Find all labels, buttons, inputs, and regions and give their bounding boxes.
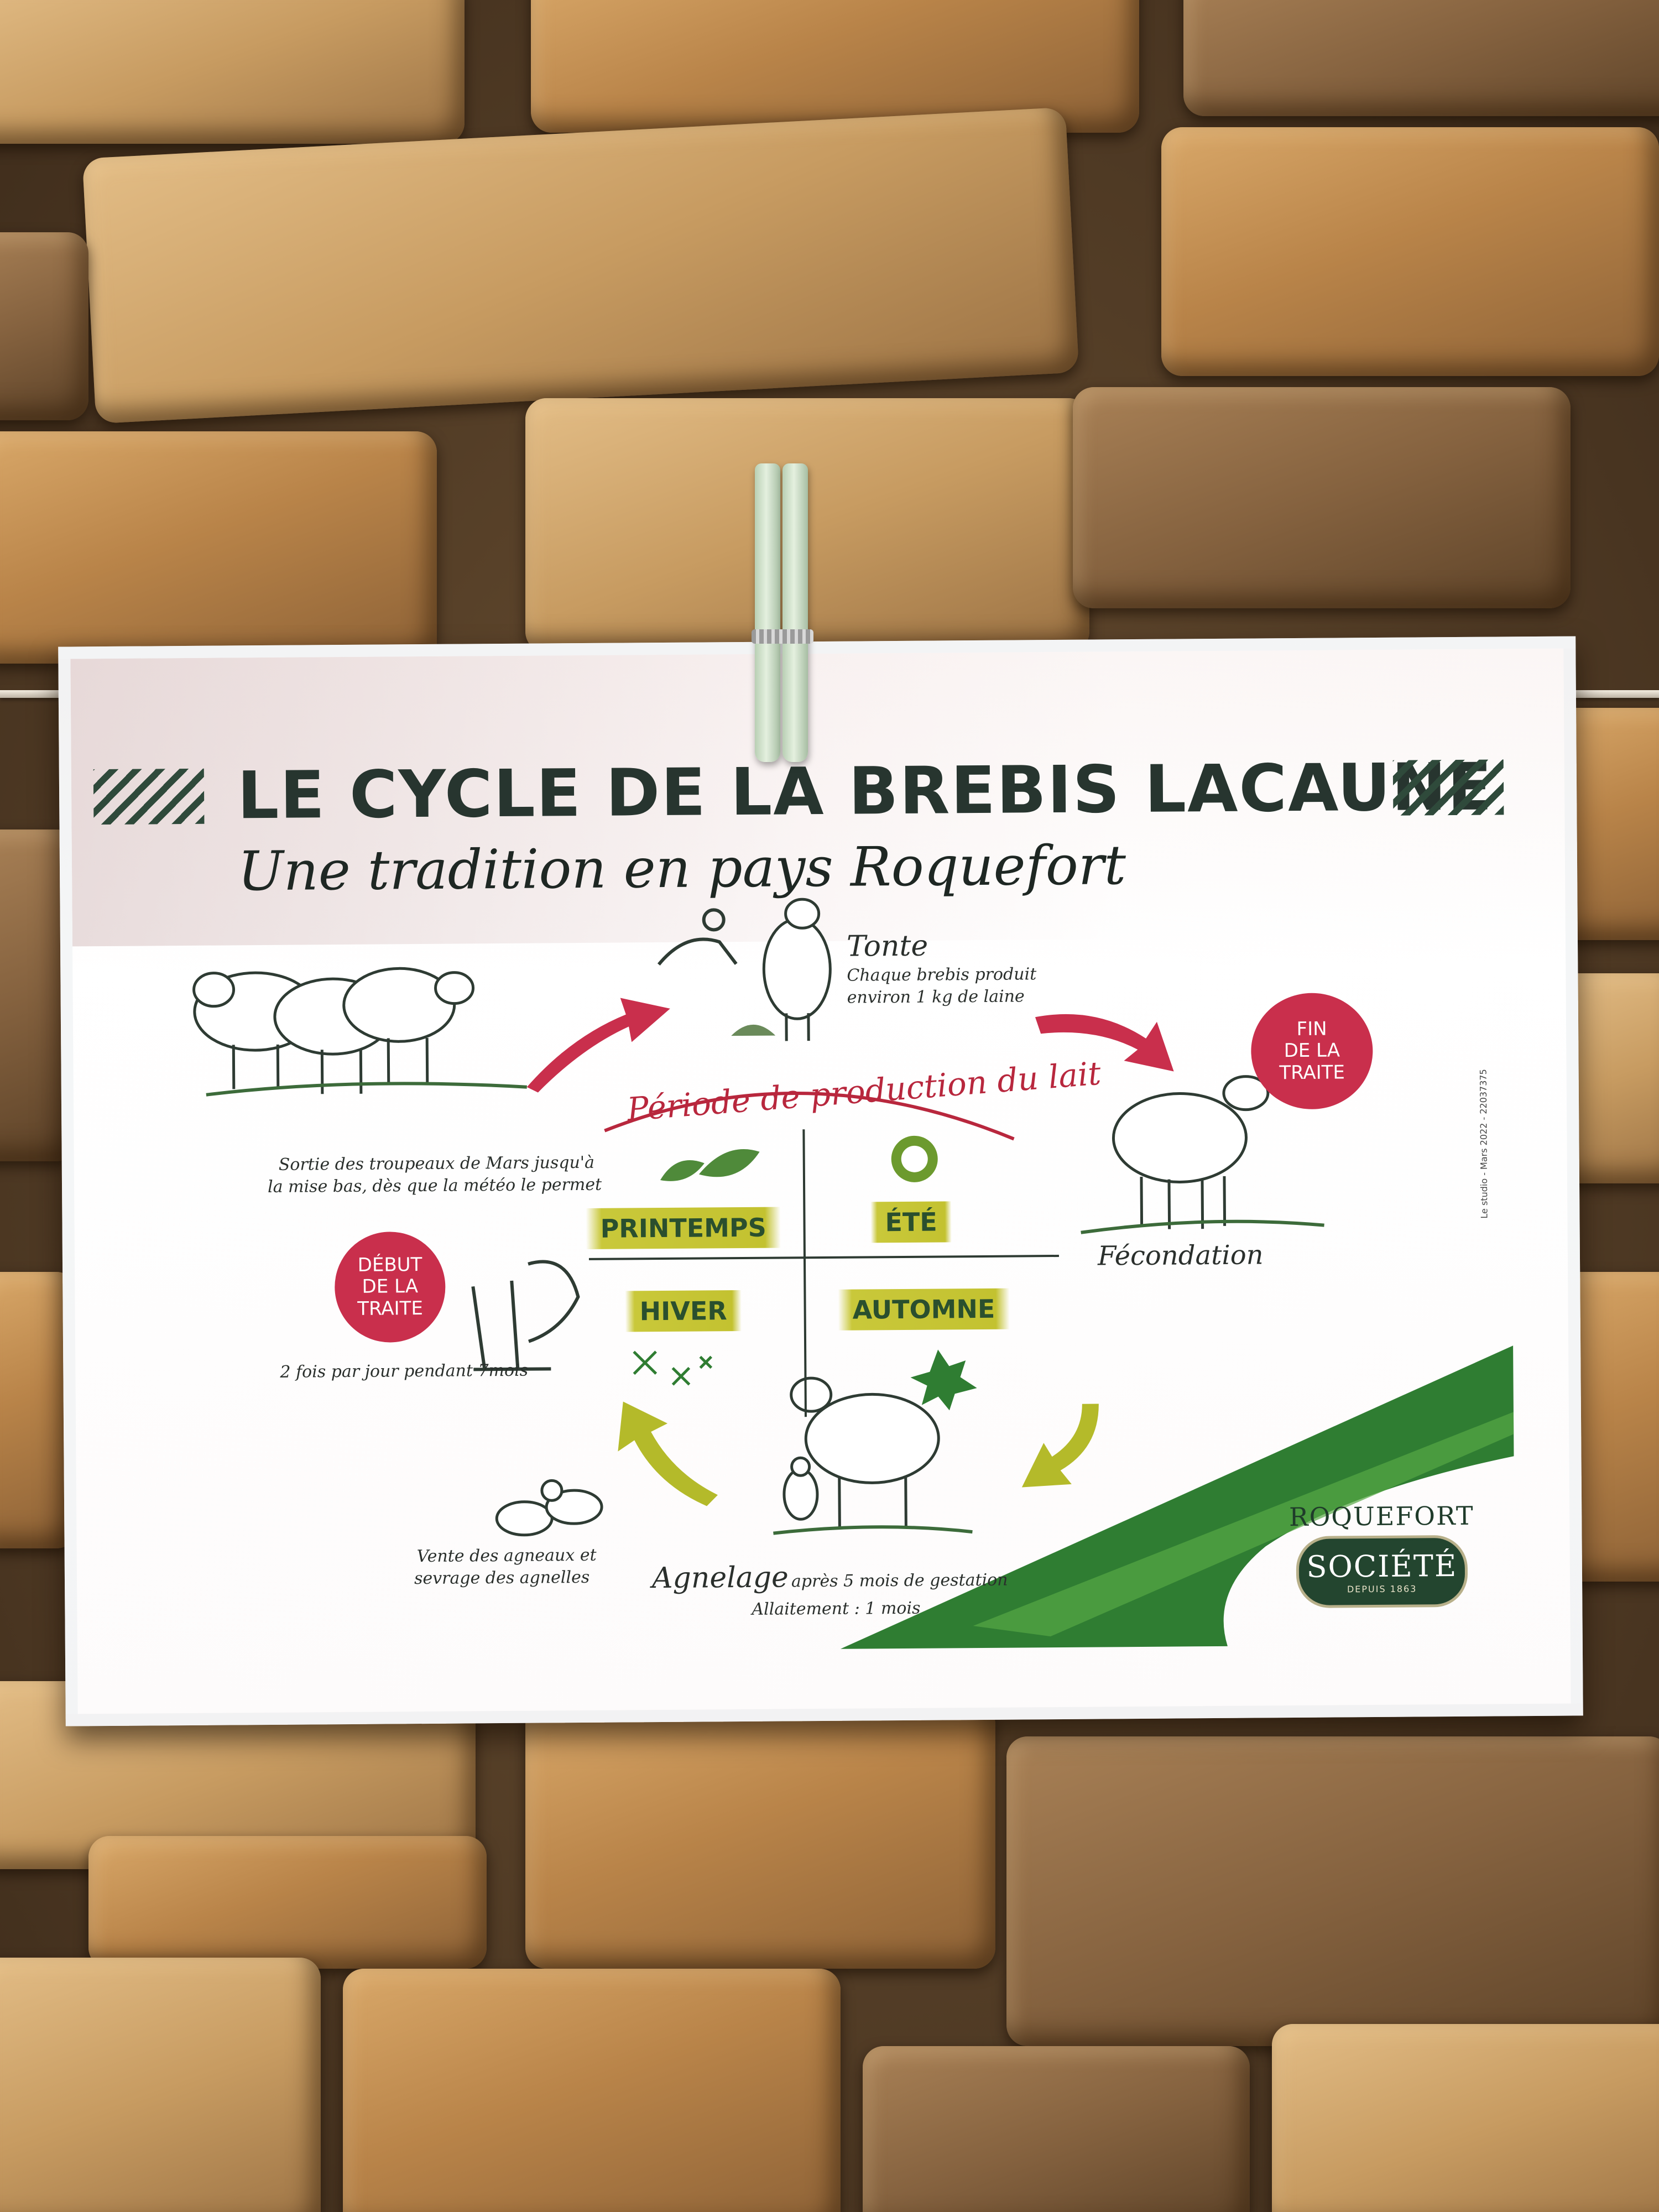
green-band-light xyxy=(973,1412,1514,1637)
sheep-icon xyxy=(1112,1075,1270,1229)
print-reference: Le studio - Mars 2022 - 22037375 xyxy=(1478,1069,1490,1219)
stone xyxy=(1073,387,1571,608)
clothespin-spring xyxy=(752,629,813,644)
clothespin-arm xyxy=(782,463,808,762)
season-printemps: PRINTEMPS xyxy=(586,1207,781,1249)
stone xyxy=(863,2046,1250,2212)
sortie-line-2: la mise bas, dès que la météo le permet xyxy=(267,1175,602,1197)
traite-frequency: 2 fois par jour pendant 7mois xyxy=(280,1360,529,1382)
grass xyxy=(206,1082,527,1097)
vente-line-1: Vente des agneaux et xyxy=(416,1545,597,1567)
stone xyxy=(0,232,88,420)
grass xyxy=(1081,1219,1324,1234)
agnelage-line-2: Allaitement : 1 mois xyxy=(752,1598,921,1619)
season-automne: AUTOMNE xyxy=(838,1288,1010,1331)
grass xyxy=(773,1525,973,1535)
stone xyxy=(88,1836,487,1969)
wool-pile xyxy=(731,1024,776,1036)
vente-line-2: sevrage des agnelles xyxy=(414,1567,590,1589)
sortie-line-1: Sortie des troupeaux de Mars jusqu'à xyxy=(278,1152,595,1175)
shears-icon xyxy=(657,908,738,966)
maple-leaf-icon xyxy=(910,1349,977,1411)
logo-oval: SOCIÉTÉ DEPUIS 1863 xyxy=(1296,1535,1468,1609)
tonte-line-1: Chaque brebis produit xyxy=(847,964,1037,985)
clothespin-icon xyxy=(752,463,813,762)
stone xyxy=(0,431,437,664)
stone xyxy=(1183,0,1659,116)
arrow-red-1 xyxy=(526,998,670,1093)
logo-since-text: DEPUIS 1863 xyxy=(1347,1583,1417,1595)
arrow-yellow-2 xyxy=(1021,1404,1099,1488)
illustration-layer xyxy=(192,898,1514,1649)
milking-icon xyxy=(471,1260,580,1371)
green-band xyxy=(840,1345,1514,1649)
lamb-icon xyxy=(495,1479,603,1537)
tonte-heading: Tonte xyxy=(846,929,928,963)
stone xyxy=(0,0,465,144)
arrow-yellow-1 xyxy=(618,1401,718,1506)
sheep-flock-icon xyxy=(192,967,475,1094)
debut-traite-badge: DÉBUT DE LA TRAITE xyxy=(334,1231,446,1343)
stone xyxy=(343,1969,841,2212)
fecondation-label: Fécondation xyxy=(1097,1239,1264,1272)
agnelage-heading: Agnelage xyxy=(651,1561,789,1595)
season-hiver: HIVER xyxy=(625,1290,742,1332)
roquefort-societe-logo: ROQUEFORT SOCIÉTÉ DEPUIS 1863 xyxy=(1282,1501,1481,1609)
leaf-icon xyxy=(660,1149,760,1181)
tonte-line-2: environ 1 kg de laine xyxy=(847,987,1025,1008)
sun-icon xyxy=(891,1135,938,1182)
sheep-icon xyxy=(762,898,832,1041)
lamb-icon xyxy=(782,1456,819,1521)
poster: LE CYCLE DE LA BREBIS LACAUNE Une tradit… xyxy=(58,636,1583,1726)
agnelage-line-1: Agnelage après 5 mois de gestation xyxy=(652,1559,1008,1595)
logo-main-text: SOCIÉTÉ xyxy=(1306,1548,1458,1584)
clothespin-arm xyxy=(755,463,780,762)
stone xyxy=(1161,127,1659,376)
logo-top-text: ROQUEFORT xyxy=(1288,1500,1474,1532)
fin-traite-badge: FIN DE LA TRAITE xyxy=(1250,993,1374,1110)
stone xyxy=(525,1703,995,1969)
sheep-icon xyxy=(790,1376,940,1527)
stone xyxy=(1006,1736,1659,2046)
arrow-red-2 xyxy=(1035,1014,1174,1072)
season-ete: ÉTÉ xyxy=(870,1201,952,1243)
snowflake-icon xyxy=(633,1350,713,1386)
stone xyxy=(0,1958,321,2212)
stone xyxy=(82,107,1079,424)
agnelage-rest: après 5 mois de gestation xyxy=(791,1570,1008,1592)
stone xyxy=(1272,2024,1659,2212)
period-arc xyxy=(604,1092,1015,1141)
